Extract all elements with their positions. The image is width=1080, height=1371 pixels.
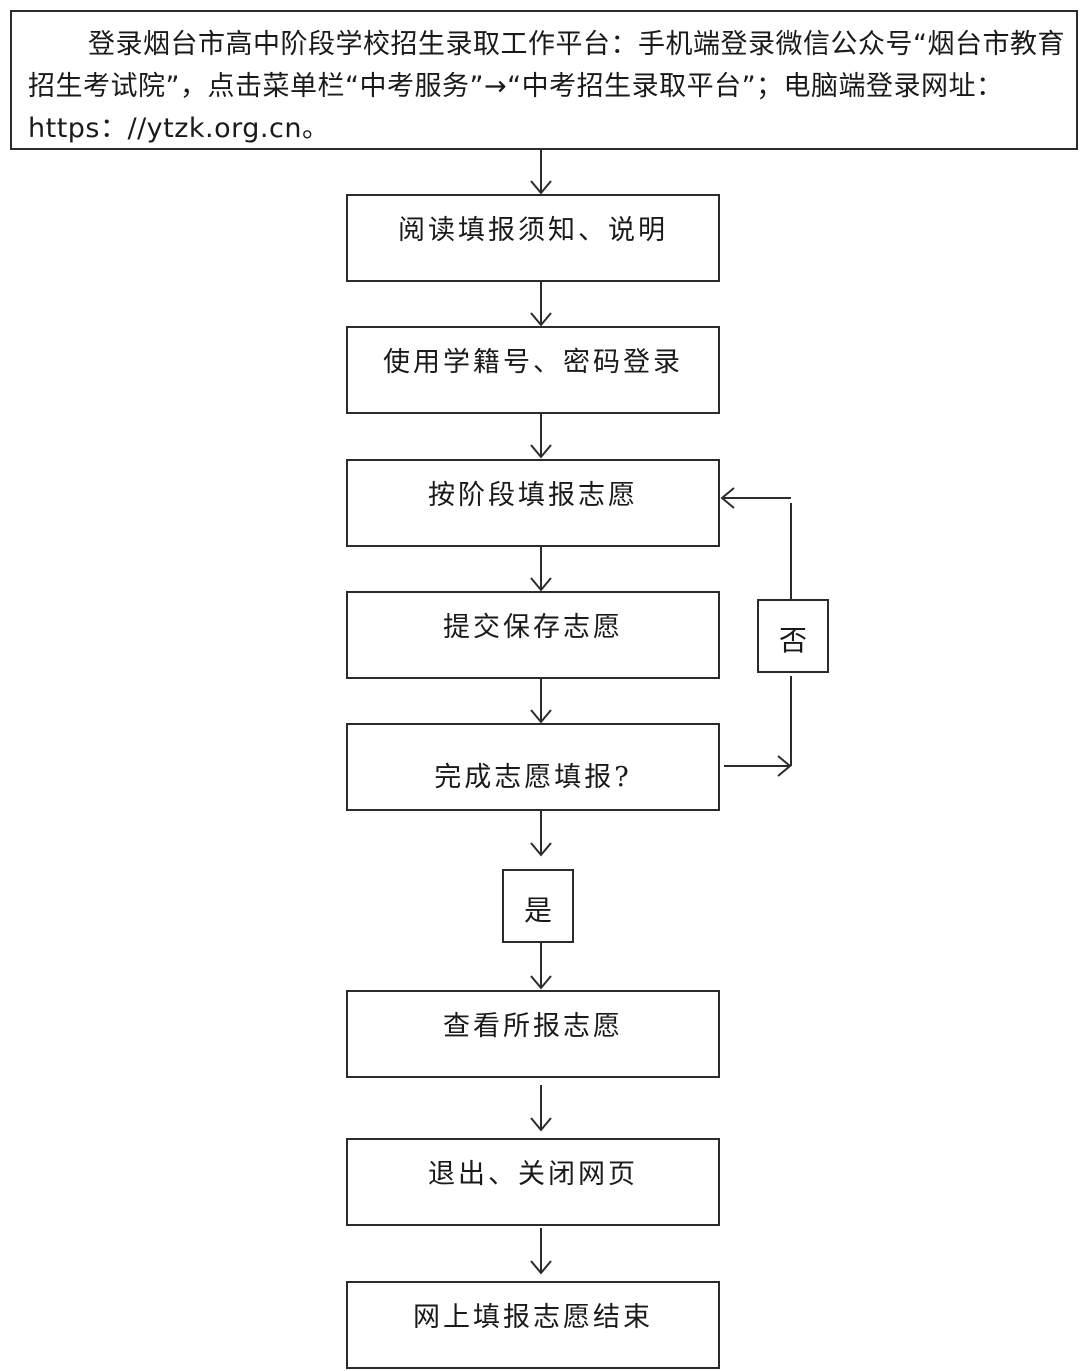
branch-no-label: 否: [778, 624, 807, 657]
step-read-instructions: 阅读填报须知、说明: [346, 194, 720, 282]
step-exit: 退出、关闭网页: [346, 1138, 720, 1226]
step-submit-save: 提交保存志愿: [346, 591, 720, 679]
decision-label: 完成志愿填报?: [434, 762, 632, 793]
step-label: 按阶段填报志愿: [428, 480, 638, 511]
branch-no-box: 否: [757, 599, 829, 673]
step-label: 退出、关闭网页: [428, 1159, 638, 1190]
step-login: 使用学籍号、密码登录: [346, 326, 720, 414]
step-end: 网上填报志愿结束: [346, 1281, 720, 1369]
step-label: 阅读填报须知、说明: [398, 215, 668, 246]
intro-text: 登录烟台市高中阶段学校招生录取工作平台：手机端登录微信公众号“烟台市教育招生考试…: [28, 29, 1065, 144]
step-fill-by-stage: 按阶段填报志愿: [346, 459, 720, 547]
step-view-choices: 查看所报志愿: [346, 990, 720, 1078]
step-label: 查看所报志愿: [443, 1011, 623, 1042]
step-label: 提交保存志愿: [443, 612, 623, 643]
decision-complete: 完成志愿填报?: [346, 723, 720, 811]
intro-box: 登录烟台市高中阶段学校招生录取工作平台：手机端登录微信公众号“烟台市教育招生考试…: [10, 10, 1078, 150]
step-label: 使用学籍号、密码登录: [383, 347, 683, 378]
branch-yes-box: 是: [502, 869, 574, 943]
branch-yes-label: 是: [523, 894, 552, 927]
step-label: 网上填报志愿结束: [413, 1302, 653, 1333]
